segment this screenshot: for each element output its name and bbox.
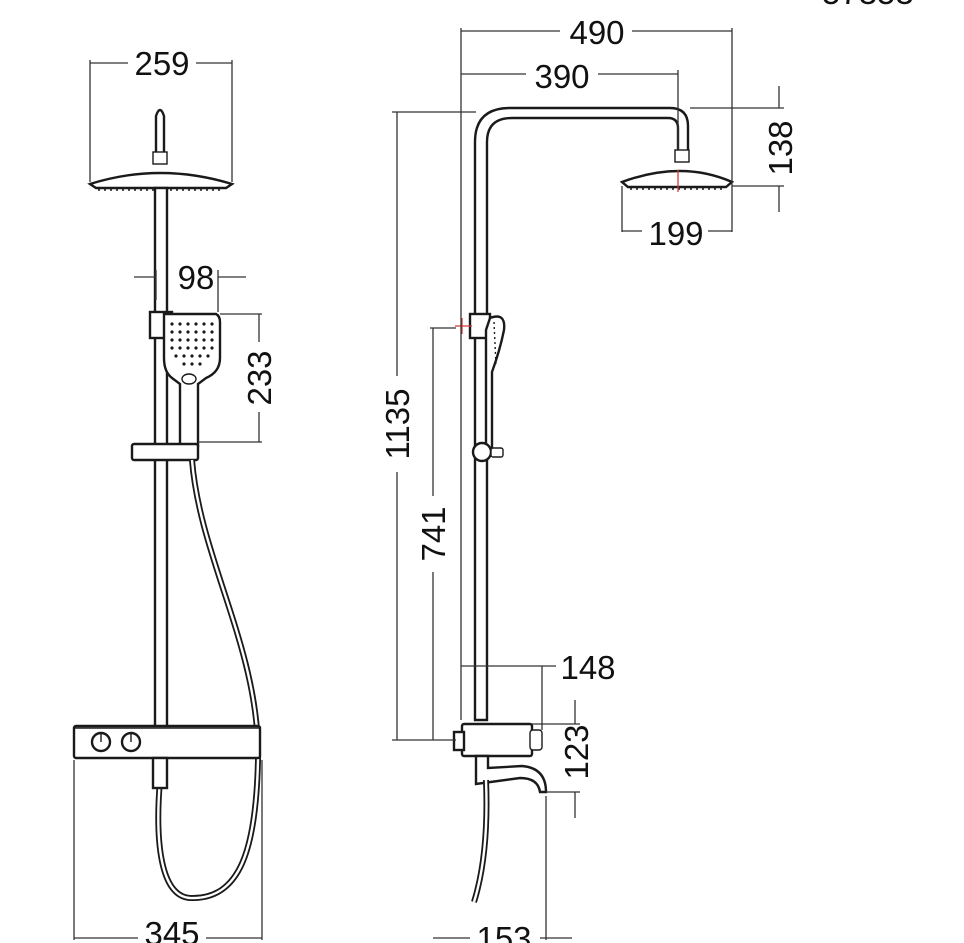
dim-front-head-width: 259 — [134, 45, 189, 82]
dim-side-arm-reach: 490 — [569, 14, 624, 51]
dim-side-overall-height: 1135 — [379, 389, 416, 460]
side-mixer-knob — [529, 729, 543, 751]
side-mixer-body — [460, 722, 534, 758]
front-hose — [155, 459, 262, 902]
dim-side-slide-height: 741 — [415, 506, 452, 561]
dim-front-mixer-width: 345 — [144, 915, 199, 943]
side-head-connector — [674, 149, 690, 163]
side-hand-shower-face — [493, 321, 497, 367]
dim-side-spout-drop: 123 — [558, 724, 595, 779]
dim-front-handshower-height: 233 — [241, 350, 278, 405]
front-view: 259 98 233 345 — [72, 45, 278, 943]
side-rain-head — [619, 169, 735, 189]
front-hose-inner — [157, 459, 260, 900]
front-rain-head — [87, 171, 235, 190]
side-view: 490 390 138 199 1135 741 — [379, 14, 799, 943]
side-lower-holder-knob — [490, 447, 504, 458]
front-shower-arm — [154, 108, 166, 162]
dim-side-arm-center: 390 — [534, 58, 589, 95]
corner-code: 57353 — [822, 0, 914, 11]
front-hand-shower-button — [181, 373, 197, 385]
front-arm-connector — [152, 151, 168, 165]
front-dimensions: 259 98 233 345 — [73, 45, 278, 943]
side-riser-arm — [473, 106, 690, 722]
side-dimensions: 490 390 138 199 1135 741 — [379, 14, 799, 943]
dim-side-head-drop: 138 — [762, 120, 799, 175]
front-lower-holder — [130, 442, 200, 462]
side-hose-inner — [472, 779, 488, 903]
front-hand-shower-nozzles — [170, 322, 214, 366]
dim-front-handshower-offset: 98 — [178, 259, 215, 296]
side-hand-shower — [484, 315, 506, 450]
dim-side-head-diameter: 199 — [648, 215, 703, 252]
side-lower-holder — [471, 441, 493, 463]
side-mixer-wall-plate — [452, 730, 466, 752]
dim-side-mixer-depth: 148 — [560, 649, 615, 686]
dim-side-spout-reach: 153 — [476, 920, 531, 943]
front-mixer-outlet — [151, 756, 169, 790]
